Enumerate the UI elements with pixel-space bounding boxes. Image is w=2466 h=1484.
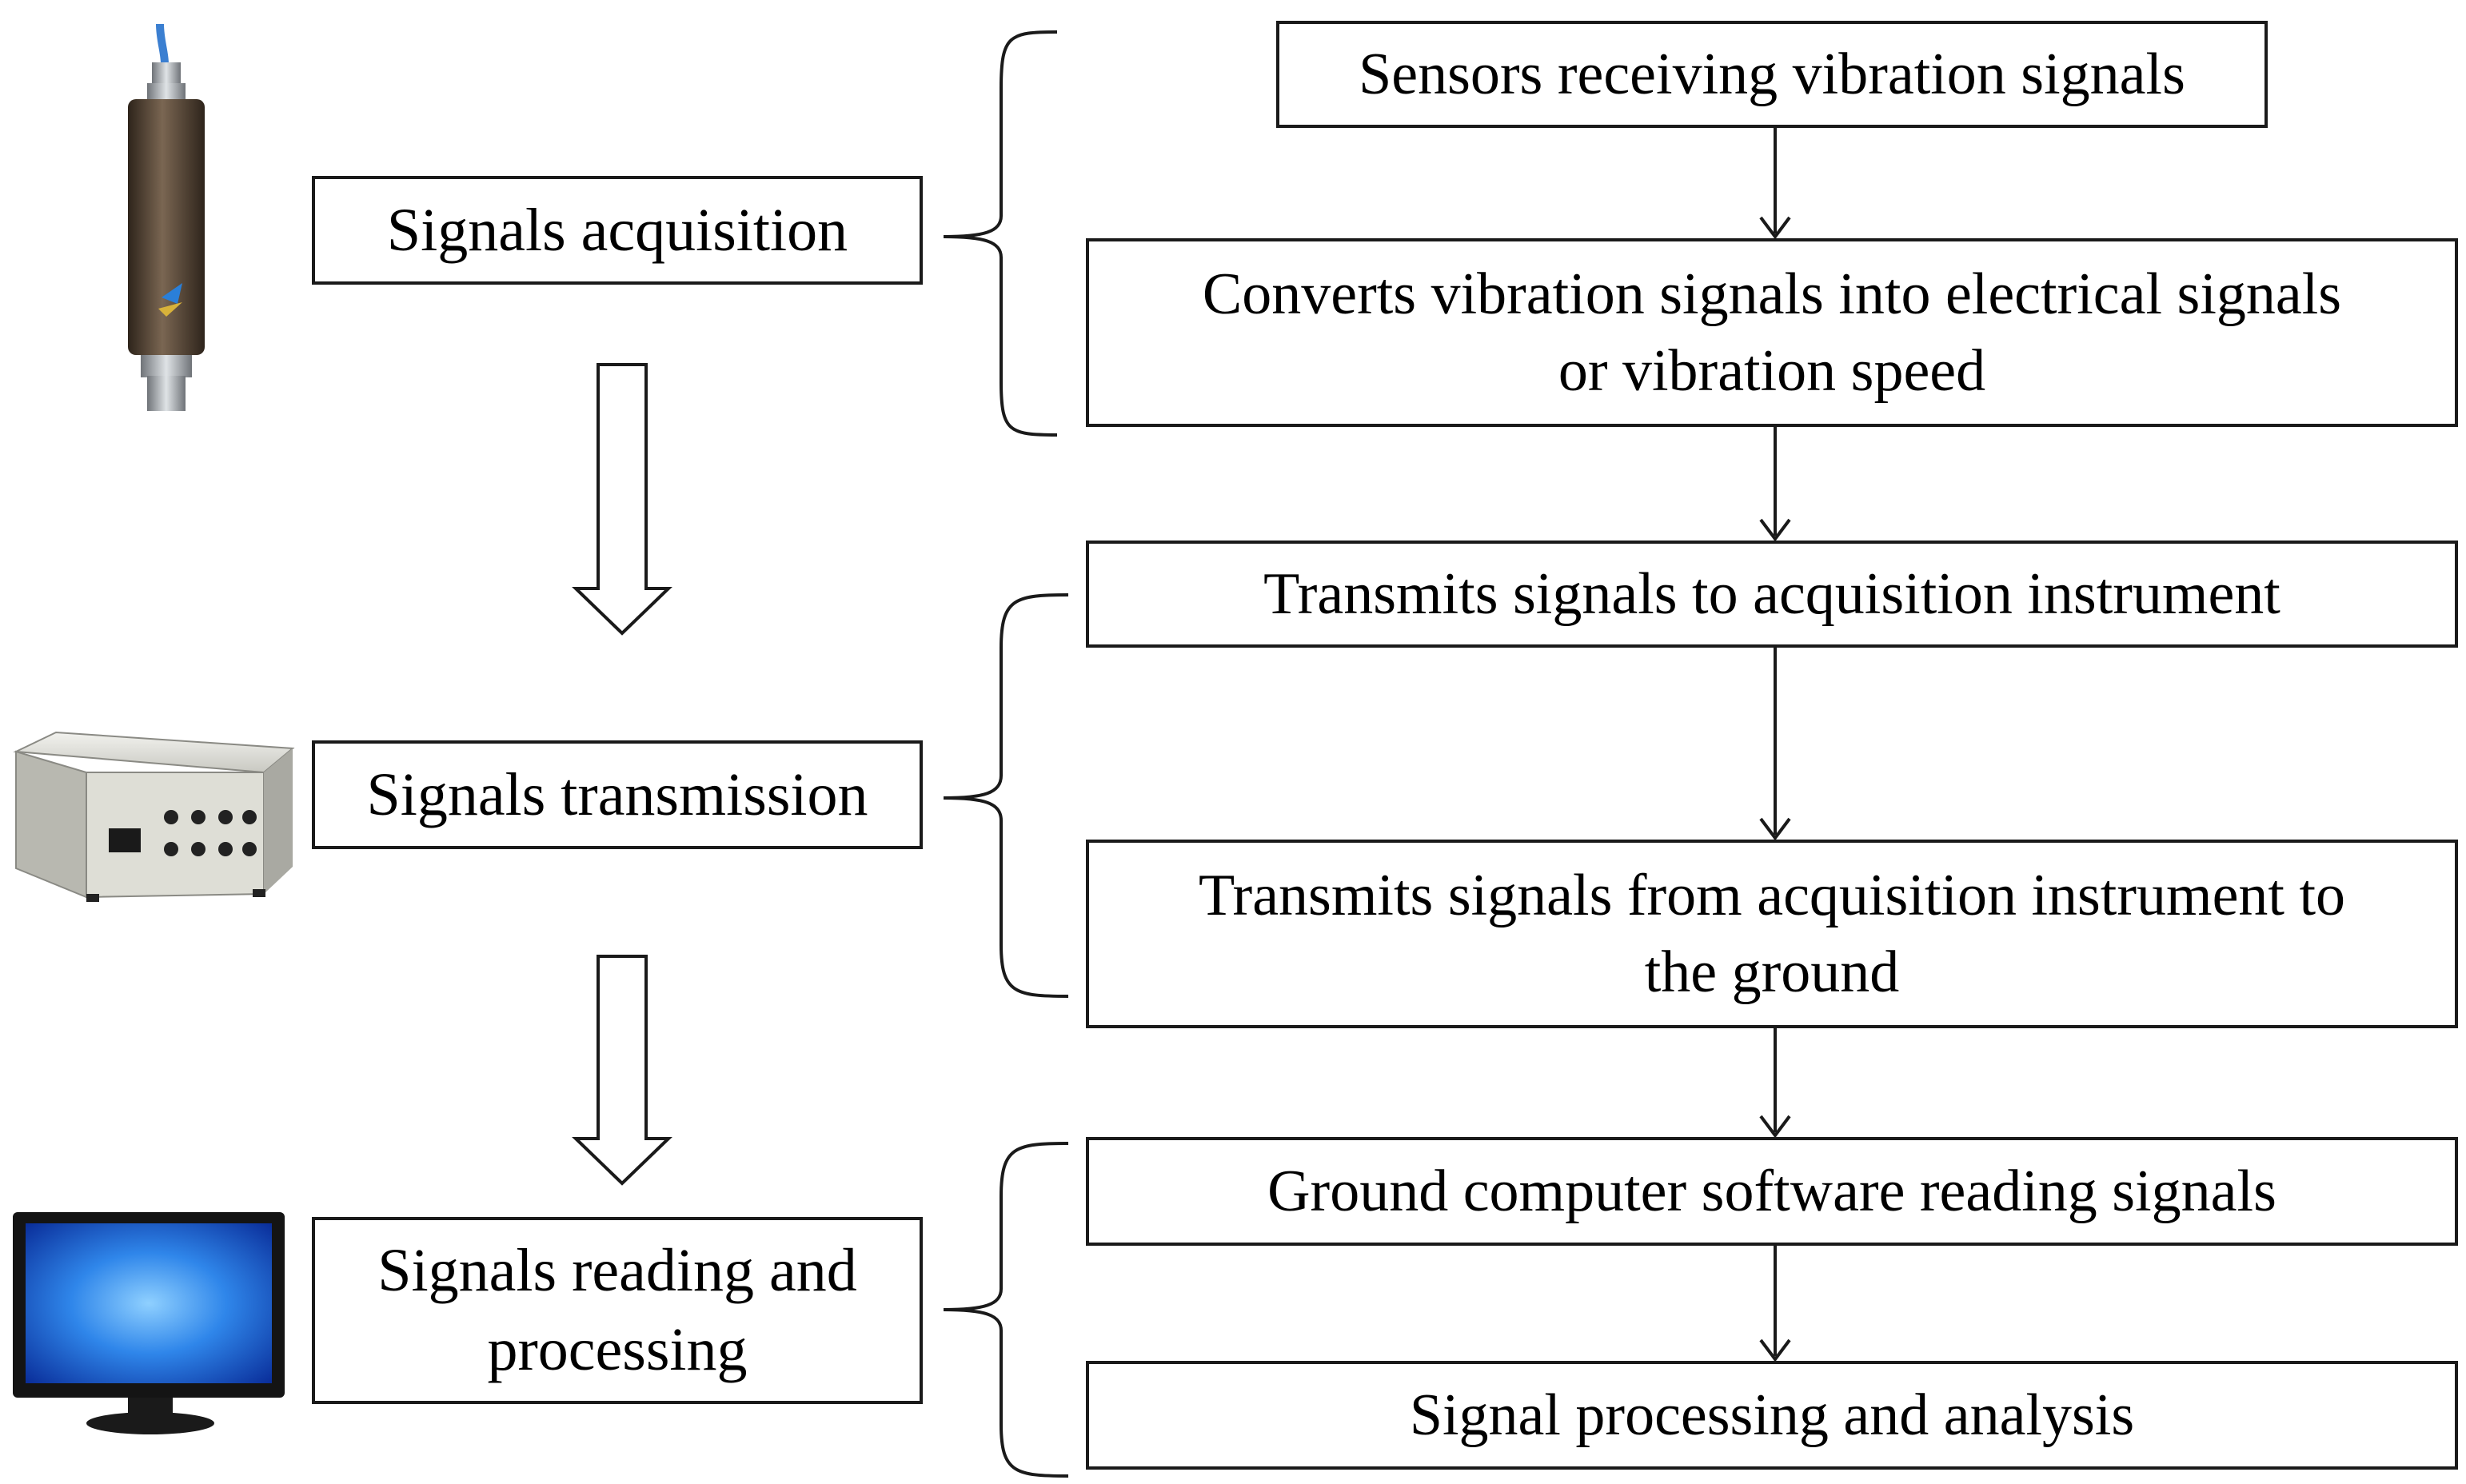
arrowhead-3: [1759, 817, 1791, 841]
arrowhead-1: [1759, 216, 1791, 240]
stage-box-transmission: Signals transmission: [312, 740, 923, 849]
hollow-arrow-2: [572, 955, 672, 1186]
computer-monitor-image: [13, 1212, 285, 1434]
stage-box-processing: Signals reading and processing: [312, 1217, 923, 1404]
hollow-arrow-1: [572, 363, 672, 636]
brace-processing: [943, 1142, 1069, 1478]
step-box-2: Converts vibration signals into electric…: [1086, 238, 2458, 427]
step-box-5: Ground computer software reading signals: [1086, 1137, 2458, 1246]
step-connectors: [1759, 128, 1791, 1362]
step-box-6: Signal processing and analysis: [1086, 1361, 2458, 1470]
brace-acquisition: [943, 30, 1058, 437]
step-box-1: Sensors receiving vibration signals: [1276, 21, 2268, 128]
step-box-4: Transmits signals from acquisition instr…: [1086, 840, 2458, 1028]
arrowhead-5: [1759, 1338, 1791, 1362]
arrowhead-4: [1759, 1115, 1791, 1139]
vibration-sensor-image: [128, 23, 205, 411]
arrowhead-2: [1759, 518, 1791, 542]
stage-box-acquisition: Signals acquisition: [312, 176, 923, 285]
brace-transmission: [943, 593, 1069, 998]
step-box-3: Transmits signals to acquisition instrum…: [1086, 541, 2458, 648]
acquisition-instrument-image: [13, 731, 295, 902]
